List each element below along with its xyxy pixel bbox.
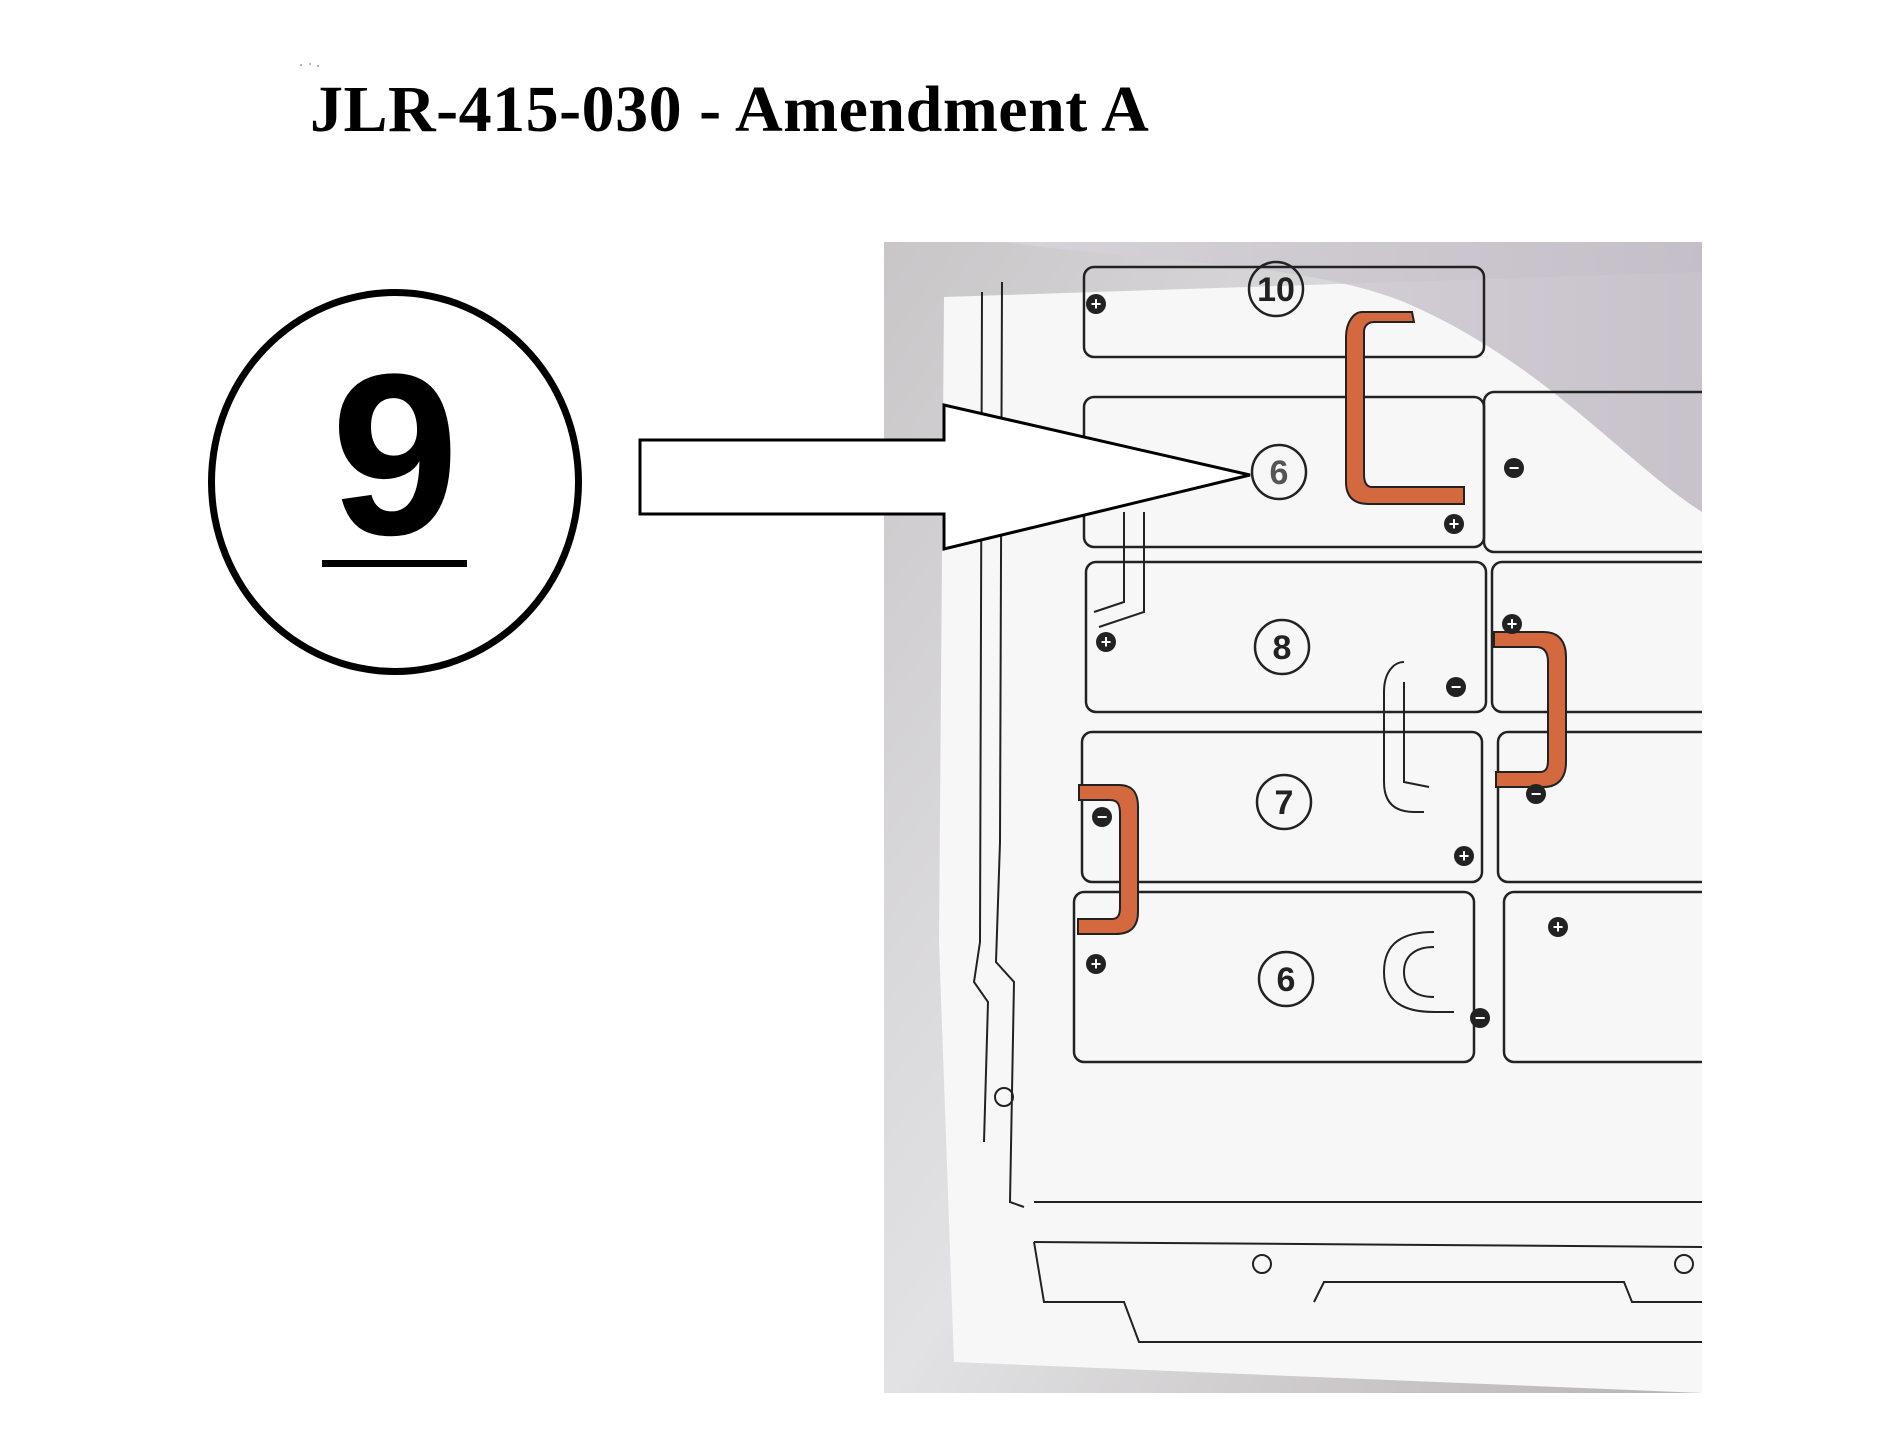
- positive-terminal: +: [1502, 614, 1522, 634]
- negative-terminal: −: [1470, 1008, 1490, 1028]
- negative-terminal: −: [1504, 458, 1524, 478]
- paper-curl: [1004, 242, 1702, 512]
- battery-module: [1490, 560, 1702, 714]
- module-label-circle: [1255, 773, 1313, 831]
- battery-module: [1072, 890, 1476, 1064]
- callout-number-underline: [322, 560, 467, 567]
- module-label-circle: [1250, 443, 1308, 501]
- orange-link-left: [1077, 784, 1139, 935]
- battery-module: [1496, 730, 1702, 884]
- scan-specks: [298, 55, 328, 67]
- callout-circle: [208, 289, 582, 675]
- svg-text:−: −: [1097, 807, 1108, 827]
- busbar-link: [1382, 931, 1454, 1013]
- busbar-link: [1093, 512, 1125, 613]
- svg-text:−: −: [1531, 784, 1542, 804]
- module-label: 6: [1270, 454, 1289, 492]
- svg-text:+: +: [1459, 846, 1470, 866]
- svg-text:+: +: [1091, 294, 1102, 314]
- module-label: 8: [1273, 629, 1292, 667]
- tray-left-edge: [994, 281, 1025, 1208]
- document-title: JLR-415-030 - Amendment A: [310, 73, 1150, 146]
- svg-text:+: +: [1101, 632, 1112, 652]
- positive-terminal: +: [1096, 632, 1116, 652]
- svg-text:+: +: [1507, 614, 1518, 634]
- negative-terminal: −: [1092, 807, 1112, 827]
- svg-text:+: +: [1553, 917, 1564, 937]
- positive-terminal: +: [1444, 514, 1464, 534]
- module-label-circle: [1257, 950, 1315, 1008]
- svg-text:+: +: [1449, 514, 1460, 534]
- orange-link-top: [1345, 311, 1465, 505]
- module-label: 10: [1257, 271, 1295, 309]
- terminal-markers: + + − + + − − − + + + −: [1086, 294, 1568, 1028]
- positive-terminal: +: [1086, 294, 1106, 314]
- svg-text:+: +: [1091, 954, 1102, 974]
- svg-text:−: −: [1509, 458, 1520, 478]
- busbar-link: [1383, 661, 1424, 813]
- battery-module: [1082, 265, 1486, 359]
- positive-terminal: +: [1454, 846, 1474, 866]
- module-label: 6: [1277, 961, 1296, 999]
- positive-terminal: +: [1086, 954, 1106, 974]
- negative-terminal: −: [1446, 677, 1466, 697]
- battery-module: [1084, 560, 1488, 714]
- battery-module: [1482, 390, 1702, 554]
- battery-module: [1080, 730, 1484, 884]
- positive-terminal: +: [1548, 917, 1568, 937]
- negative-terminal: −: [1526, 784, 1546, 804]
- callout-number: 9: [331, 326, 459, 583]
- orange-link-right: [1493, 631, 1567, 788]
- module-label-circle: [1247, 260, 1305, 318]
- svg-text:−: −: [1475, 1008, 1486, 1028]
- module-label-circle: [1253, 618, 1311, 676]
- battery-module: [1502, 890, 1702, 1064]
- module-label: 7: [1275, 784, 1294, 822]
- svg-text:−: −: [1451, 677, 1462, 697]
